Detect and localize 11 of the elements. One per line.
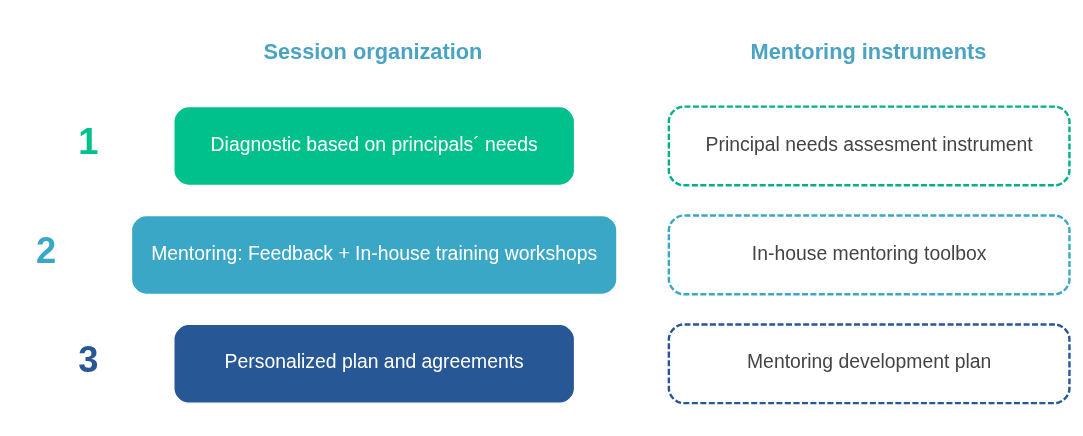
node-box: Diagnostic based on principals´ needs bbox=[173, 106, 576, 186]
node-label: 1 bbox=[78, 120, 99, 162]
node-box: In-house mentoring toolbox bbox=[667, 214, 1071, 296]
node-box: Personalized plan and agreements bbox=[173, 323, 576, 404]
node-box: Mentoring: Feedback + In-house training workshops bbox=[130, 214, 618, 295]
node-label: 2 bbox=[35, 229, 57, 271]
node-label: 3 bbox=[78, 338, 99, 380]
label: Session organization bbox=[263, 38, 483, 64]
node-box: Principal needs assesment instrument bbox=[667, 105, 1071, 187]
node-box: Mentoring development plan bbox=[667, 323, 1071, 405]
label: Mentoring instruments bbox=[750, 38, 987, 64]
